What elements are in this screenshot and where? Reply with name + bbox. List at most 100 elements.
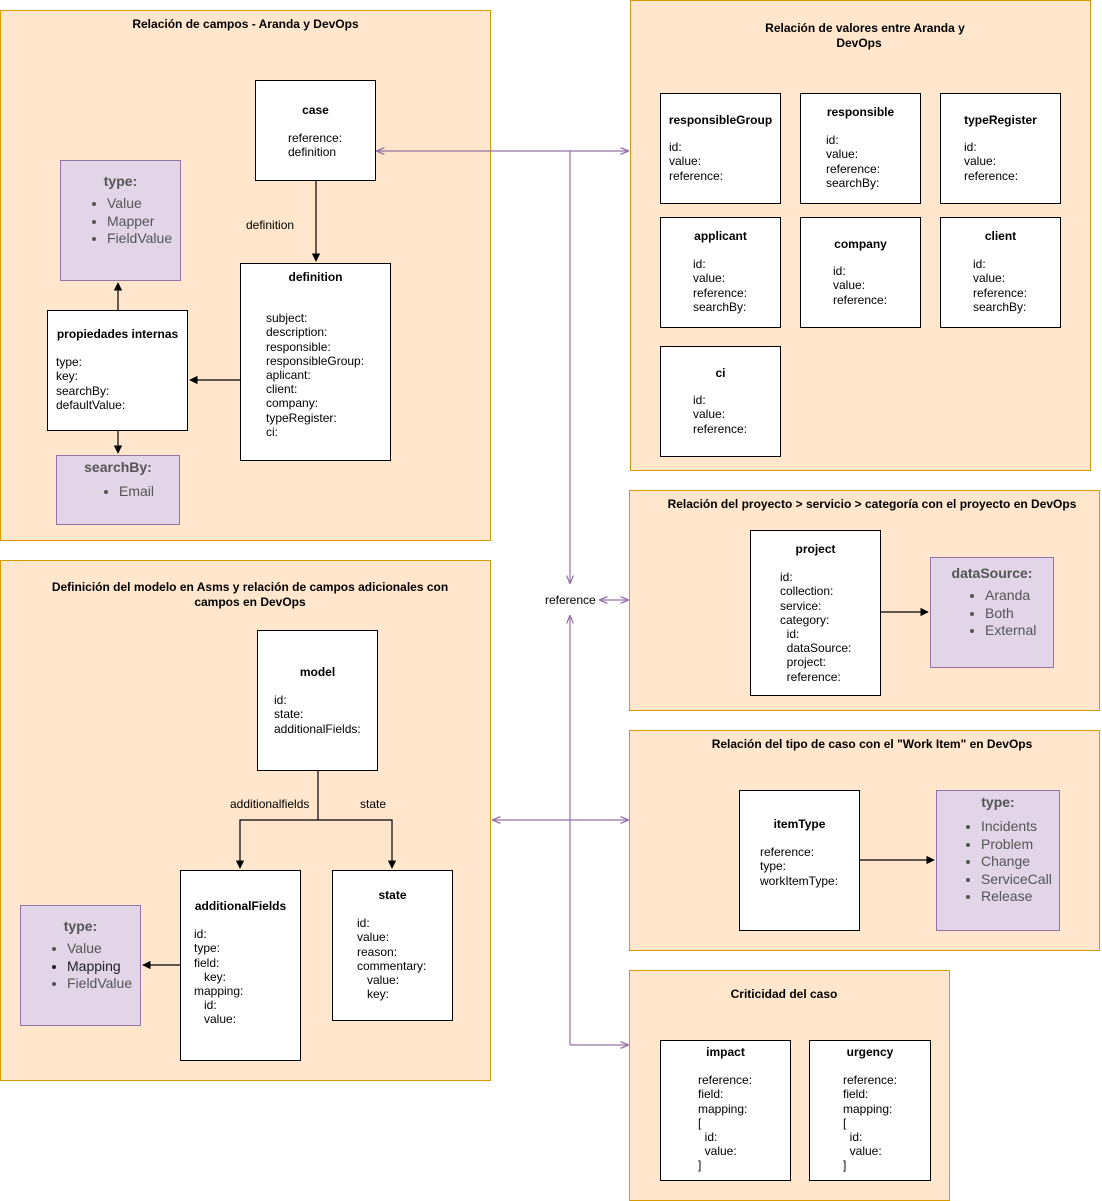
responsible-line: value: [826,147,859,162]
panel-title-valores-line: Relación de valores entre Aranda y [765,21,965,35]
state-entity[interactable]: state id: value: reason: commentary: val… [332,870,453,1021]
itemtype-entity[interactable]: itemType reference: type: workItemType: [739,790,860,931]
impact-entity[interactable]: impact reference: field: mapping: [ id: … [660,1040,791,1181]
additionalfields-line: type: [194,941,221,956]
datasource-enum-title: dataSource: [951,565,1033,581]
definition-line: responsible: [266,339,331,354]
searchby-enum[interactable]: searchBy: Email [56,455,180,525]
definition-line: ci: [266,424,278,439]
additionalfields-line: field: [194,955,220,970]
ci-title: ci [715,366,726,380]
company-line: reference: [833,292,888,307]
enum-item: Both [985,605,1053,623]
ci-line: reference: [693,421,748,436]
company-line: id: [833,264,846,279]
client-line: id: [973,257,986,272]
client-title: client [984,229,1017,243]
urgency-line: value: [843,1144,882,1159]
project-line: id: [780,570,793,585]
additionalfields-entity[interactable]: additionalFields id: type: field: key: m… [180,870,301,1061]
project-line: project: [780,655,827,670]
propiedades-line: type: [56,355,83,370]
impact-line: mapping: [698,1101,748,1116]
ci-line: value: [693,407,726,422]
edge-label-additionalfields: additionalfields [230,797,310,811]
panel-title-tipo: Relación del tipo de caso con el "Work I… [711,737,1033,751]
state-line: value: [357,973,400,988]
edge-model-additionalfields [235,819,318,869]
company-title: company [834,237,887,251]
project-line: category: [780,612,830,627]
enum-item: External [985,622,1053,640]
propiedades-title: propiedades internas [56,327,179,341]
enum-item: Value [67,940,140,958]
urgency-line: id: [843,1130,863,1145]
typeregister-entity[interactable]: typeRegister id: value: reference: [940,93,1061,204]
additionalfields-title: additionalFields [194,899,287,913]
client-line: searchBy: [973,299,1027,314]
enum-item: FieldValue [67,975,140,993]
panel-title-valores-line: DevOps [836,36,882,50]
itemtype-line: workItemType: [760,873,839,888]
ci-entity[interactable]: ci id: value: reference: [660,346,781,457]
client-entity[interactable]: client id: value: reference: searchBy: [940,217,1061,328]
project-entity[interactable]: project id: collection: service: categor… [750,530,881,696]
project-line: id: [780,627,800,642]
urgency-line: ] [843,1158,847,1173]
urgency-line: mapping: [843,1101,893,1116]
propiedades-line: defaultValue: [56,397,126,412]
urgency-entity[interactable]: urgency reference: field: mapping: [ id:… [809,1040,931,1181]
applicant-line: searchBy: [693,299,747,314]
panel-title-criticidad: Criticidad del caso [730,987,838,1001]
type-enum-modelo[interactable]: type: Value Mapping FieldValue [20,905,141,1026]
type-enum-title: type: [981,794,1015,810]
case-line: definition [288,145,337,160]
model-line: state: [274,707,304,722]
state-line: value: [357,930,390,945]
type-enum-campos[interactable]: type: Value Mapper FieldValue [60,160,181,281]
impact-line: [ [698,1115,702,1130]
searchby-enum-title: searchBy: [84,459,152,475]
model-entity[interactable]: model id: state: additionalFields: [257,630,378,771]
impact-line: ] [698,1158,702,1173]
enum-item: Aranda [985,587,1053,605]
definition-line: client: [266,382,298,397]
project-line: collection: [780,584,834,599]
enum-item: Email [119,483,179,501]
panel-title-modelo-line: Definición del modelo en Asms y relación… [51,580,449,594]
additionalfields-line: mapping: [194,984,244,999]
definition-entity[interactable]: definition subject: description: respons… [240,263,391,461]
panel-title-modelo: Definición del modelo en Asms y relación… [0,580,500,610]
impact-line: id: [698,1130,718,1145]
company-entity[interactable]: company id: value: reference: [800,217,921,328]
type-enum-tipo[interactable]: type: Incidents Problem Change ServiceCa… [936,790,1060,931]
project-line: service: [780,598,822,613]
enum-item: Mapper [107,213,180,231]
impact-line: reference: [698,1073,753,1088]
responsiblegroup-line: value: [669,154,702,169]
client-line: reference: [973,285,1028,300]
responsible-entity[interactable]: responsible id: value: reference: search… [800,93,921,204]
responsiblegroup-title: responsibleGroup [668,113,773,127]
urgency-line: field: [843,1087,869,1102]
urgency-line: [ [843,1115,847,1130]
urgency-title: urgency [846,1045,894,1059]
itemtype-line: reference: [760,845,815,860]
enum-item: Release [981,888,1059,906]
definition-line: aplicant: [266,368,311,383]
additionalfields-line: key: [194,969,227,984]
reference-hub-label: reference [545,593,596,607]
responsiblegroup-line: id: [669,140,682,155]
itemtype-line: type: [760,859,787,874]
definition-line: typeRegister: [266,410,337,425]
definition-line: responsibleGroup: [266,353,365,368]
propiedades-internas-entity[interactable]: propiedades internas type: key: searchBy… [47,310,188,431]
case-title: case [302,103,329,117]
panel-title-proyecto: Relación del proyecto > servicio > categ… [667,497,1077,511]
impact-line: field: [698,1087,724,1102]
datasource-enum[interactable]: dataSource: Aranda Both External [930,557,1054,668]
case-entity[interactable]: case reference: definition [255,80,376,181]
applicant-entity[interactable]: applicant id: value: reference: searchBy… [660,217,781,328]
responsiblegroup-entity[interactable]: responsibleGroup id: value: reference: [660,93,781,204]
applicant-line: reference: [693,285,748,300]
